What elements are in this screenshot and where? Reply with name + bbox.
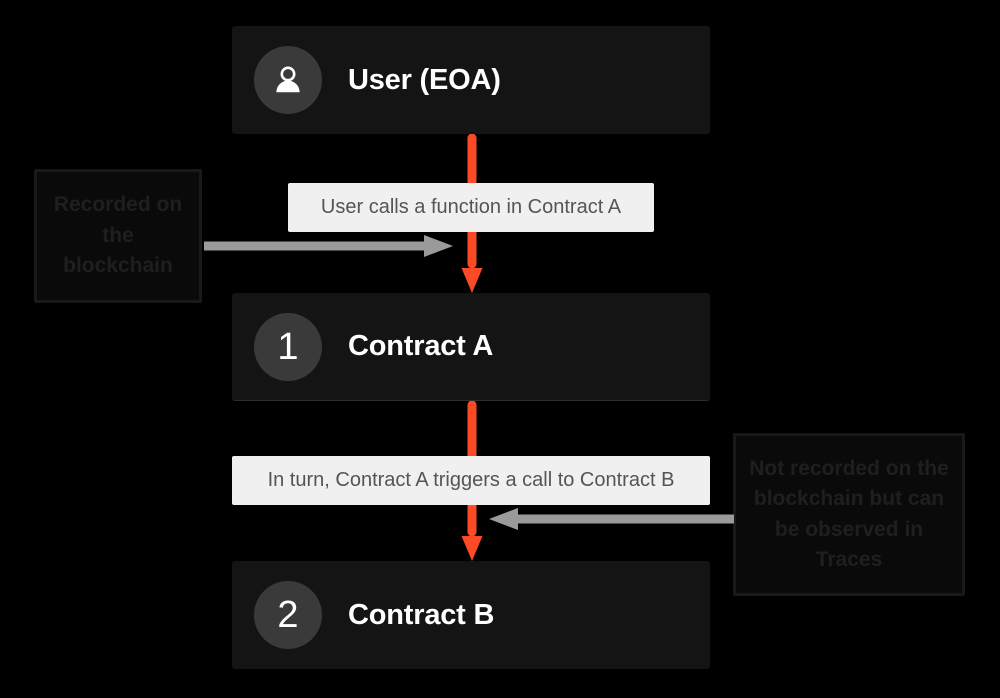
step-2-badge: 2 <box>254 581 322 649</box>
person-icon <box>254 46 322 114</box>
connector-arrow-right <box>488 507 736 531</box>
node-user-label: User (EOA) <box>348 63 501 96</box>
step-1-badge: 1 <box>254 312 322 381</box>
annotation-recorded-on-blockchain: Recorded on the blockchain <box>34 169 202 303</box>
edge-label-contract-a-to-contract-b: In turn, Contract A triggers a call to C… <box>232 456 710 505</box>
node-user: User (EOA) <box>232 26 710 134</box>
connector-arrow-left <box>202 234 454 258</box>
node-contract-b: 2 Contract B <box>232 561 710 669</box>
annotation-not-recorded-traces: Not recorded on the blockchain but can b… <box>733 433 965 596</box>
node-contract-b-label: Contract B <box>348 598 495 631</box>
node-contract-a-label: Contract A <box>348 330 494 362</box>
node-contract-a: 1 Contract A <box>232 293 710 401</box>
edge-label-user-to-contract-a: User calls a function in Contract A <box>288 183 654 232</box>
